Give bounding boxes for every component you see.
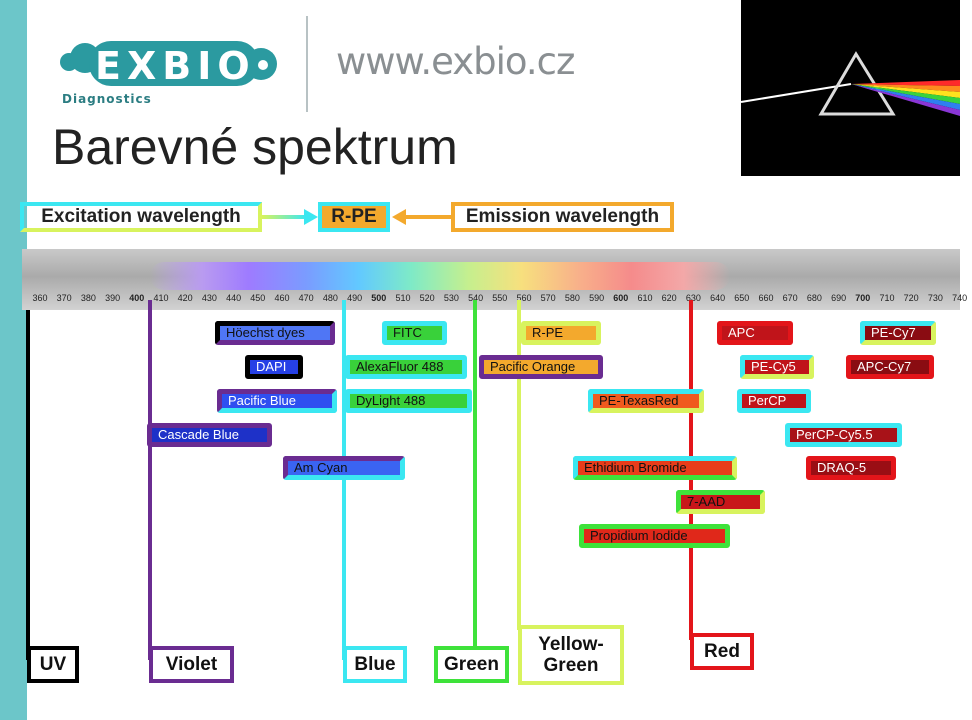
wavelength-tick-370: 370	[56, 293, 72, 303]
blue-laser-line	[342, 300, 346, 660]
wavelength-tick-550: 550	[492, 293, 508, 303]
dye-percp: PerCP	[737, 389, 811, 413]
wavelength-tick-660: 660	[758, 293, 774, 303]
wavelength-tick-480: 480	[322, 293, 338, 303]
website-url: www.exbio.cz	[336, 40, 575, 83]
wavelength-tick-450: 450	[250, 293, 266, 303]
emission-wavelength-label: Emission wavelength	[451, 202, 674, 232]
excitation-wavelength-label: Excitation wavelength	[20, 202, 262, 232]
violet-laser-line	[148, 300, 152, 660]
laser-label-blue: Blue	[343, 646, 407, 683]
wavelength-tick-710: 710	[879, 293, 895, 303]
laser-label-green: Green	[434, 646, 509, 683]
wavelength-tick-360: 360	[32, 293, 48, 303]
prism-image	[740, 0, 960, 176]
dye-fitc: FITC	[382, 321, 447, 345]
dye-pe-cy5: PE-Cy5	[740, 355, 814, 379]
wavelength-tick-390: 390	[105, 293, 121, 303]
dye-propidium-iodide: Propidium Iodide	[579, 524, 730, 548]
dye-apc-cy7: APC-Cy7	[846, 355, 934, 379]
wavelength-tick-560: 560	[516, 293, 532, 303]
logo-divider	[306, 16, 308, 112]
exbio-logo	[60, 41, 277, 86]
wavelength-tick-590: 590	[589, 293, 605, 303]
wavelength-tick-420: 420	[177, 293, 193, 303]
dye-pacific-blue: Pacific Blue	[217, 389, 337, 413]
yellow-green-laser-line	[517, 300, 521, 630]
dye-7-aad: 7-AAD	[676, 490, 765, 514]
dye-percp-cy5-5: PerCP-Cy5.5	[785, 423, 902, 447]
uv-laser-line	[26, 310, 30, 660]
page-title: Barevné spektrum	[52, 119, 458, 175]
wavelength-tick-460: 460	[274, 293, 290, 303]
dye-r-pe: R-PE	[521, 321, 601, 345]
dye-draq-5: DRAQ-5	[806, 456, 896, 480]
wavelength-tick-680: 680	[806, 293, 822, 303]
wavelength-tick-740: 740	[952, 293, 968, 303]
wavelength-tick-620: 620	[661, 293, 677, 303]
dye-cascade-blue: Cascade Blue	[147, 423, 272, 447]
wavelength-tick-720: 720	[903, 293, 919, 303]
left-accent-bar	[0, 0, 27, 720]
logo-brand: EXBIO	[95, 44, 256, 88]
dye-am-cyan: Am Cyan	[283, 456, 405, 480]
dye-pe-cy7: PE-Cy7	[860, 321, 936, 345]
wavelength-tick-470: 470	[298, 293, 314, 303]
wavelength-tick-400: 400	[129, 293, 145, 303]
logo-subtitle: Diagnostics	[62, 92, 152, 106]
wavelength-tick-530: 530	[443, 293, 459, 303]
wavelength-tick-650: 650	[734, 293, 750, 303]
green-laser-line	[473, 300, 477, 660]
dye-ethidium-bromide: Ethidium Bromide	[573, 456, 737, 480]
dye-dylight-488: DyLight 488	[345, 389, 472, 413]
wavelength-tick-440: 440	[226, 293, 242, 303]
wavelength-tick-630: 630	[685, 293, 701, 303]
wavelength-tick-600: 600	[613, 293, 629, 303]
dye-hoechst: Höechst dyes	[215, 321, 335, 345]
wavelength-tick-510: 510	[395, 293, 411, 303]
wavelength-tick-490: 490	[347, 293, 363, 303]
wavelength-tick-640: 640	[710, 293, 726, 303]
laser-label-violet: Violet	[149, 646, 234, 683]
wavelength-tick-690: 690	[831, 293, 847, 303]
visible-spectrum-gradient	[150, 262, 730, 290]
wavelength-axis: 360 370 380 390 400 410 420 430 440 450 460 470 480 4…	[22, 293, 967, 309]
arrow-right-icon	[262, 209, 318, 225]
wavelength-tick-610: 610	[637, 293, 653, 303]
arrow-left-icon	[392, 209, 452, 225]
laser-label-uv: UV	[27, 646, 79, 683]
wavelength-tick-580: 580	[564, 293, 580, 303]
wavelength-tick-700: 700	[855, 293, 871, 303]
wavelength-tick-540: 540	[468, 293, 484, 303]
dye-dapi: DAPI	[245, 355, 303, 379]
dye-pe-texasred: PE-TexasRed	[588, 389, 704, 413]
dye-apc: APC	[717, 321, 793, 345]
wavelength-tick-730: 730	[927, 293, 943, 303]
wavelength-tick-520: 520	[419, 293, 435, 303]
dye-pacific-orange: Pacific Orange	[479, 355, 603, 379]
wavelength-tick-570: 570	[540, 293, 556, 303]
wavelength-tick-430: 430	[201, 293, 217, 303]
wavelength-tick-670: 670	[782, 293, 798, 303]
laser-label-red: Red	[690, 633, 754, 670]
laser-label-yellow-green: Yellow- Green	[518, 625, 624, 685]
wavelength-tick-380: 380	[80, 293, 96, 303]
example-dye-label: R-PE	[318, 202, 390, 232]
dye-alexafluor-488: AlexaFluor 488	[345, 355, 467, 379]
wavelength-tick-500: 500	[371, 293, 387, 303]
wavelength-tick-410: 410	[153, 293, 169, 303]
